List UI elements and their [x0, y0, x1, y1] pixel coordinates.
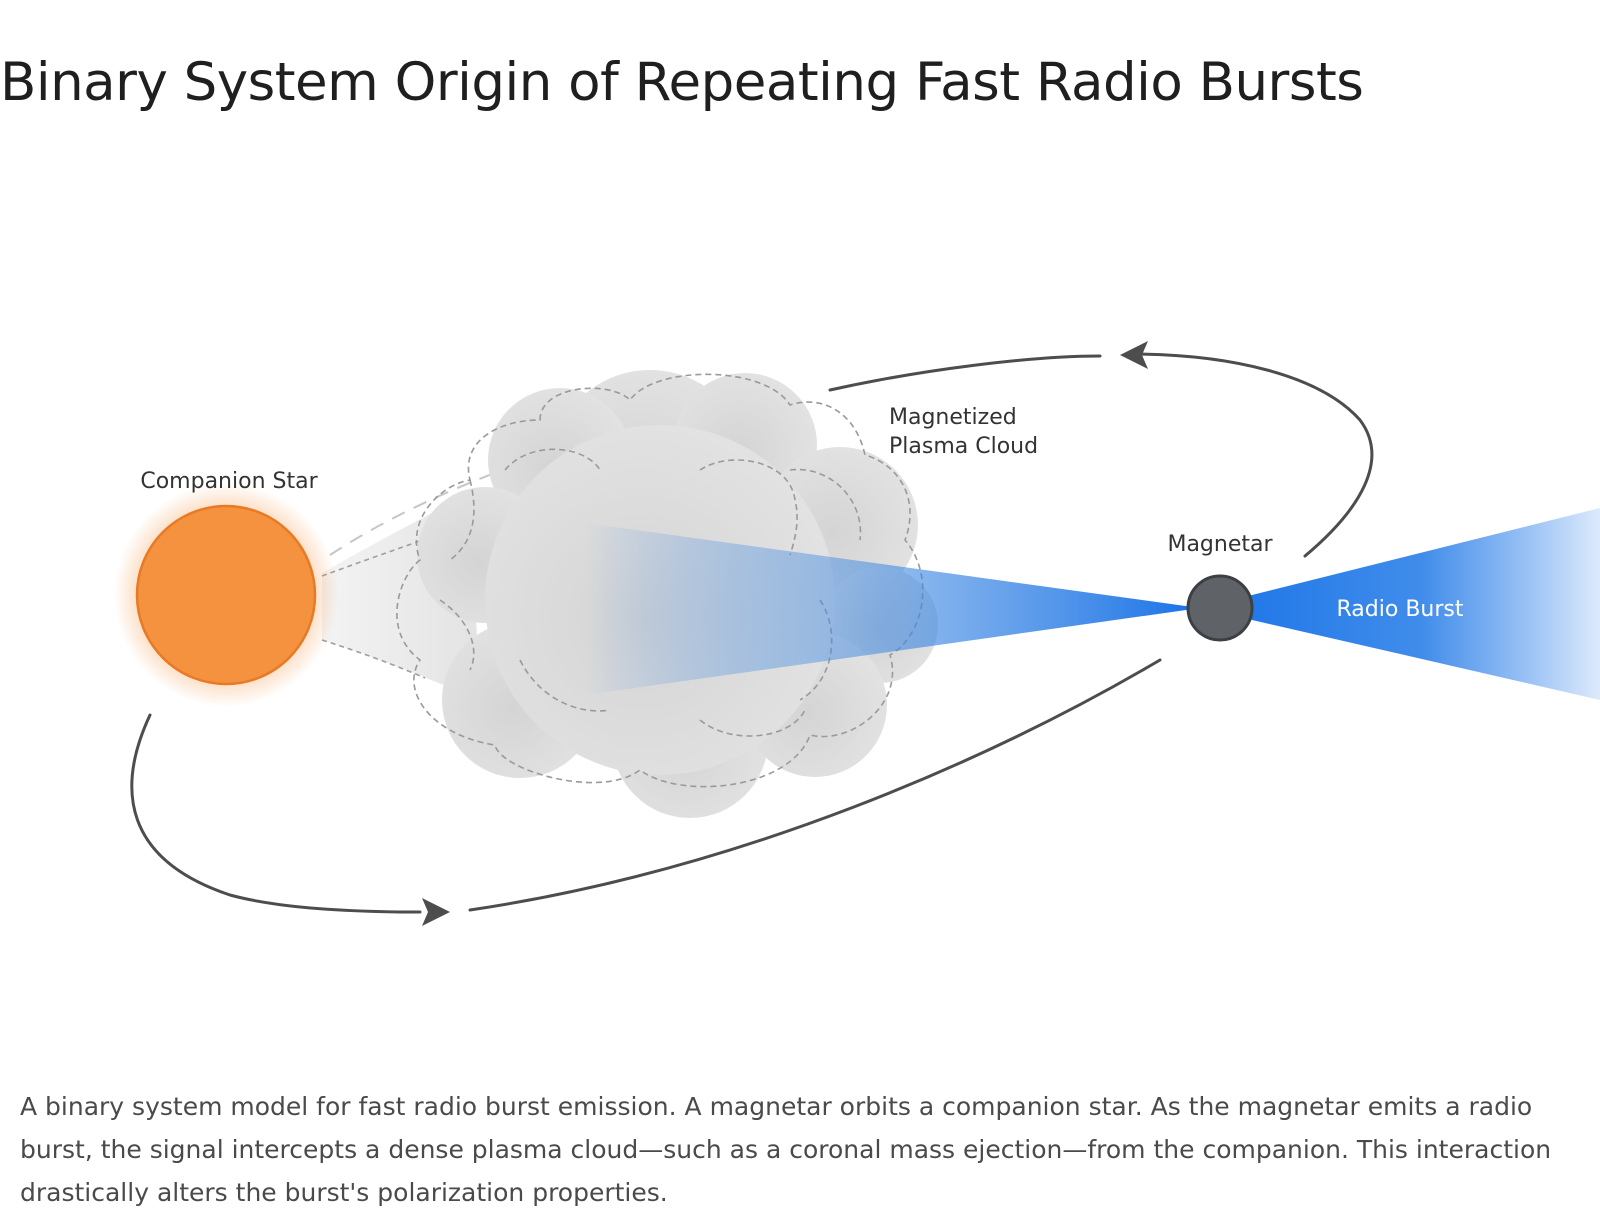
wake-lower-dashed-line	[321, 639, 426, 679]
orbit-arc-right	[1128, 352, 1374, 558]
radio-burst-beam-left	[585, 523, 1200, 695]
orbit-arc-left	[130, 713, 422, 914]
radio-burst-label: Radio Burst	[1337, 597, 1464, 622]
magnetar-label: Magnetar	[1167, 532, 1273, 557]
orbit-arc-top	[828, 354, 1102, 392]
orbit-arrowhead-top-icon	[1120, 341, 1148, 369]
magnetar	[1186, 574, 1254, 642]
radio-burst-beam-right	[1200, 508, 1600, 700]
companion-star	[114, 483, 338, 707]
orbit-path	[130, 352, 1374, 914]
orbit-arrowhead-bottom-icon	[422, 898, 450, 926]
plasma-cloud-label-line1: Magnetized	[889, 405, 1017, 430]
figure-caption: A binary system model for fast radio bur…	[20, 1092, 1552, 1207]
orbit-arc-bottom-right	[468, 658, 1162, 912]
plasma-cloud-label-line2: Plasma Cloud	[889, 434, 1038, 459]
page-title: Binary System Origin of Repeating Fast R…	[0, 52, 1364, 113]
binary-system-diagram: Companion Star Magnetized Plasma Cloud M…	[0, 150, 1600, 1050]
companion-star-label: Companion Star	[140, 469, 318, 494]
